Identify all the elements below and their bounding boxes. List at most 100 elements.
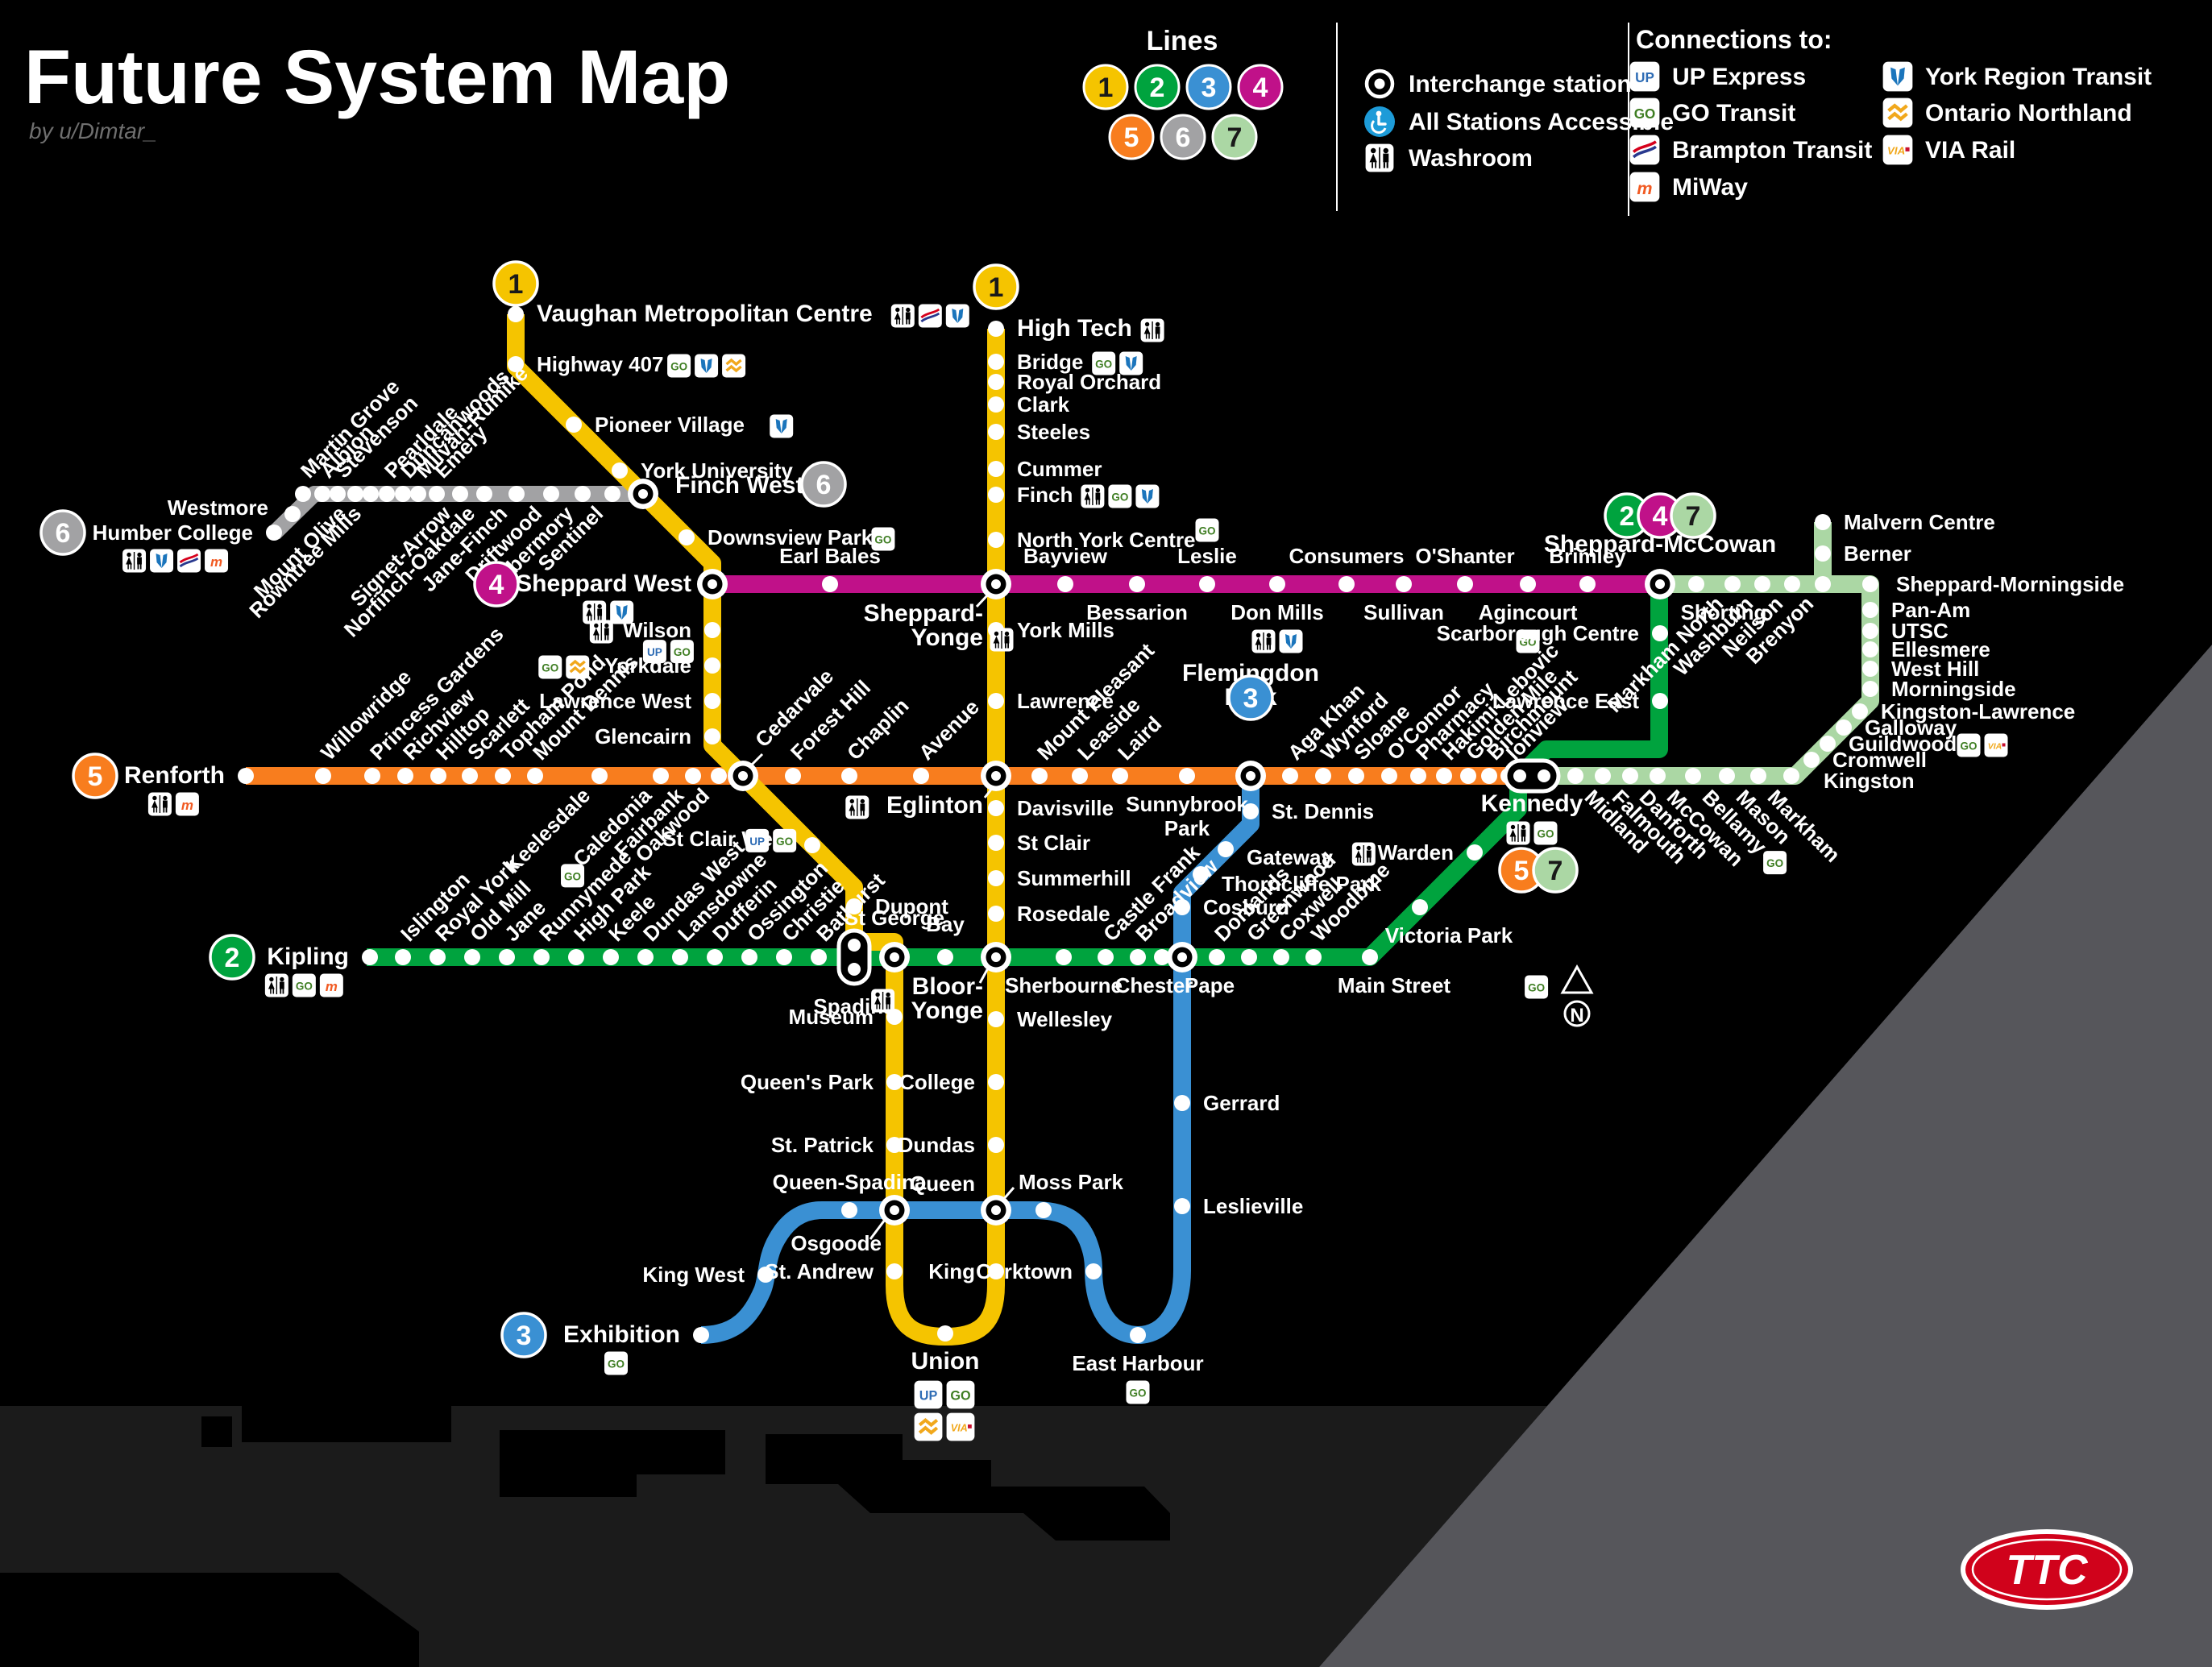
station-label-humber-college: Humber College <box>93 520 253 545</box>
go-icon <box>1957 733 1981 757</box>
station-berner: Berner <box>1815 541 1911 566</box>
connection-label-ontario-northland: Ontario Northland <box>1925 100 2132 126</box>
yrt-icon <box>1279 629 1303 653</box>
station-wellesley: Wellesley <box>988 1007 1113 1031</box>
city-land-shape <box>0 0 2212 1442</box>
station-label-bloor-yonge: Bloor-Yonge <box>911 973 983 1024</box>
station-label-king: King <box>928 1259 975 1283</box>
station-east-harbour: East Harbour <box>1072 1327 1204 1404</box>
legend-line-badge-label-1: 1 <box>1098 73 1114 103</box>
station-label-museum: Museum <box>789 1005 874 1029</box>
station-label-berner: Berner <box>1844 541 1911 566</box>
station-bessarion: Bessarion <box>1086 576 1188 624</box>
wc-icon <box>890 304 915 328</box>
station-sheppard-mccowan: Sheppard-McCowan <box>1544 531 1776 599</box>
via-icon <box>1882 135 1913 165</box>
station-label-gerrard: Gerrard <box>1203 1091 1280 1115</box>
station-label-lawrence-east: Lawrence East <box>1492 689 1639 713</box>
line-badge-label-7: 7 <box>1548 856 1563 886</box>
go-icon <box>604 1351 628 1375</box>
miway-icon <box>205 549 229 573</box>
station-cromwell: Cromwell <box>1803 748 1927 772</box>
shore-detail-shape <box>201 1416 232 1447</box>
station-label-kennedy: Kennedy <box>1481 790 1583 817</box>
line-badge-label-4: 4 <box>489 570 504 600</box>
station-ellesmere: Ellesmere <box>1862 637 1990 661</box>
onr-icon <box>915 1413 943 1441</box>
up-icon <box>642 640 666 664</box>
station-utsc: UTSC <box>1862 619 1948 643</box>
station-label-north-york-centre: North York Centre <box>1017 528 1196 552</box>
go-icon <box>946 1380 975 1409</box>
station-label-rosedale: Rosedale <box>1017 902 1110 926</box>
station-lawrence-west: Lawrence West <box>539 689 720 713</box>
station-label-lawrence: Lawrence <box>1017 689 1114 713</box>
station-king: King <box>928 1259 1004 1283</box>
connection-label-miway: MiWay <box>1672 174 1748 201</box>
miway-icon <box>319 973 343 997</box>
station-victoria-park: Victoria Park <box>1385 899 1513 948</box>
yrt-icon <box>770 414 794 438</box>
station-label-cummer: Cummer <box>1017 457 1102 481</box>
legend-line-badge-label-3: 3 <box>1201 73 1217 103</box>
connection-label-go-transit: GO Transit <box>1672 100 1795 126</box>
station-galloway: Galloway <box>1836 715 1957 740</box>
station-label-king-west: King West <box>642 1263 745 1287</box>
legend-line-badge-label-5: 5 <box>1124 122 1139 153</box>
station-label-sullivan: Sullivan <box>1363 600 1444 624</box>
line-badge-1: 1 <box>973 263 1019 310</box>
station-finch-west: Finch West <box>628 472 803 509</box>
station-main-street: Main Street <box>1338 949 1549 999</box>
station-lawrence: Lawrence <box>988 689 1114 713</box>
station-label-york-university: York University <box>641 458 793 483</box>
station-bayview: Bayview <box>1023 544 1108 592</box>
station-king-west: King West <box>642 1263 774 1287</box>
station-earl-bales: Earl Bales <box>779 544 881 592</box>
station-label-queen-spadina: Queen-Spadina <box>773 1170 927 1194</box>
station-label-st-clair: St Clair <box>1017 831 1090 855</box>
connection-label-via-rail: VIA Rail <box>1925 137 2015 164</box>
legend-line-badge-2: 2 <box>1134 64 1181 110</box>
station-label-queen: Queen <box>910 1171 975 1196</box>
page-title: Future System Map <box>24 35 730 120</box>
shore-block-shape <box>0 1573 419 1667</box>
station-label-st-clair-west: St Clair West <box>662 827 791 851</box>
station-label-finch-west: Finch West <box>675 472 803 499</box>
station-label-queen-s-park: Queen's Park <box>741 1070 874 1094</box>
via-icon <box>946 1412 975 1441</box>
station-label-warden: Warden <box>1378 840 1454 865</box>
station-label-eglinton: Eglinton <box>886 792 983 819</box>
onr-icon <box>721 354 746 378</box>
go-icon <box>1126 1380 1150 1404</box>
station-corktown: Corktown <box>976 1259 1102 1283</box>
bt-icon <box>1629 135 1660 165</box>
station-st-george: St George <box>845 906 944 972</box>
line-badge-6: 6 <box>800 461 847 508</box>
station-davisville: Davisville <box>988 796 1114 820</box>
station-label-shorting: Shorting <box>1681 600 1767 624</box>
line-badge-label-4: 4 <box>1653 501 1668 532</box>
station-label-cromwell: Cromwell <box>1832 748 1927 772</box>
line-badge-5: 5 <box>72 753 118 799</box>
station-label-steeles: Steeles <box>1017 420 1090 444</box>
legend-line-badge-4: 4 <box>1237 64 1284 110</box>
station-label-dundas: Dundas <box>898 1133 975 1157</box>
line-badge-label-1: 1 <box>508 269 524 300</box>
station-eglinton: Eglinton <box>845 761 1011 819</box>
station-cummer: Cummer <box>988 457 1102 481</box>
yrt-icon <box>1882 61 1913 92</box>
station-label-kingston-lawrence: Kingston-Lawrence <box>1881 699 2075 724</box>
yrt-icon <box>695 354 719 378</box>
station-west-hill: West Hill <box>1862 657 1979 681</box>
station-leslieville: Leslieville <box>1174 1194 1303 1218</box>
station-label-cosburn: Cosburn <box>1203 895 1289 919</box>
connection-label-brampton-transit: Brampton Transit <box>1672 137 1872 164</box>
harbour-peninsula-shape <box>500 1430 725 1497</box>
station-label-galloway: Galloway <box>1865 715 1957 740</box>
station-lawrence-east: Lawrence East <box>1492 689 1668 713</box>
station-label-thorncliffe-park: Thorncliffe Park <box>1222 872 1381 896</box>
washroom-icon <box>1365 143 1394 172</box>
